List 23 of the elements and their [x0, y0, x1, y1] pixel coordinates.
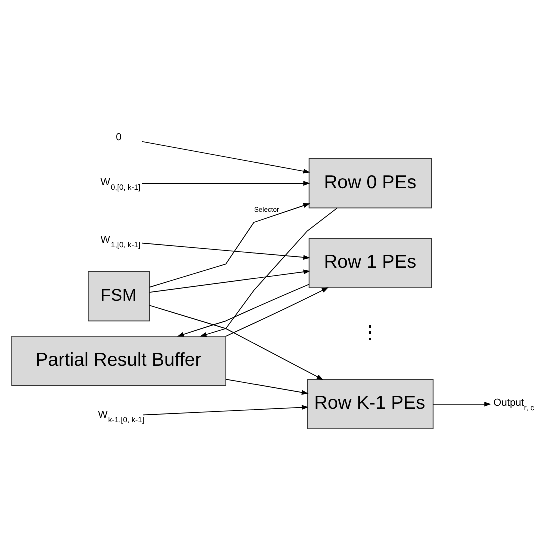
- node-text: W$_{0,[0, k-1]}$: [100, 177, 141, 192]
- arrow: [149, 305, 324, 380]
- arrow: [177, 284, 310, 337]
- node-box: Partial Result Buffer: [12, 336, 226, 386]
- node-box: FSM: [88, 271, 150, 322]
- arrow: [142, 405, 309, 416]
- label: ⋮: [360, 322, 380, 343]
- arrow: [432, 402, 492, 407]
- node-box: Row K-1 PEs: [307, 379, 434, 430]
- arrow: [226, 288, 329, 337]
- arrow: [142, 242, 310, 260]
- arrow: [200, 208, 338, 338]
- node-text: W$_{k-1,[0, k-1]}$: [98, 410, 144, 425]
- arrow: [142, 141, 310, 174]
- arrow: [226, 379, 309, 396]
- node-box: Row 1 PEs: [308, 238, 432, 288]
- node-text: 0: [116, 132, 122, 144]
- node-text: W$_{1,[0, k-1]}$: [100, 235, 141, 250]
- arrow: [149, 204, 310, 288]
- node-box: Row 0 PEs: [308, 158, 432, 209]
- arrow: [142, 181, 310, 186]
- arrow: [149, 270, 311, 293]
- node-text: Output$_{r, c}$: [494, 398, 534, 413]
